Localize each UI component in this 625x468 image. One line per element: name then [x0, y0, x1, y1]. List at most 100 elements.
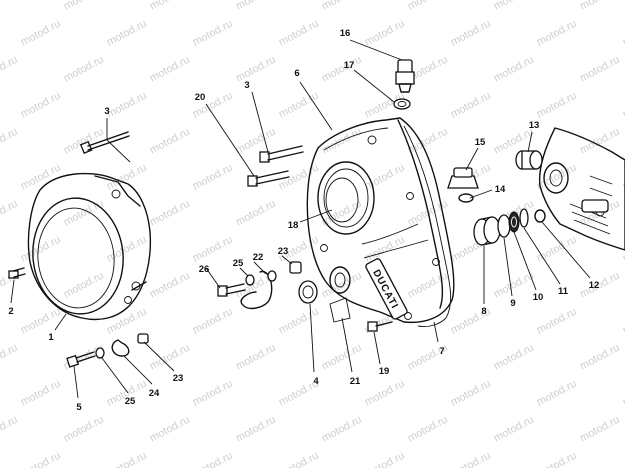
watermark-text: motod.ru: [277, 306, 321, 337]
watermark-text: motod.ru: [62, 198, 106, 229]
watermark-text: motod.ru: [406, 414, 450, 445]
watermark-text: motod.ru: [449, 90, 493, 121]
callout-24: 24: [149, 388, 160, 399]
watermark-text: motod.ru: [234, 0, 278, 13]
screw-19: [367, 321, 393, 332]
watermark-text: motod.ru: [19, 450, 63, 468]
watermark-text: motod.ru: [363, 378, 407, 409]
callout-13: 13: [529, 120, 540, 131]
watermark-text: motod.ru: [234, 126, 278, 157]
engine-block-edge: [538, 127, 625, 251]
o-ring-12: [534, 209, 546, 223]
callout-15: 15: [475, 137, 486, 148]
watermark-text: motod.ru: [578, 126, 622, 157]
watermark-text: motod.ru: [105, 90, 149, 121]
watermark-text: motod.ru: [277, 90, 321, 121]
o-ring-14: [458, 193, 474, 203]
washer-17: [393, 98, 411, 110]
spring-clip-24: [111, 339, 130, 357]
watermark-text: motod.ru: [449, 18, 493, 49]
callout-19: 19: [379, 366, 390, 377]
watermark-text: motod.ru: [19, 378, 63, 409]
watermark-text: motod.ru: [234, 54, 278, 85]
watermark-text: motod.ru: [277, 18, 321, 49]
washer-25-lower: [95, 347, 105, 359]
watermark-text: motod.ru: [320, 342, 364, 373]
callout-5: 5: [76, 402, 82, 413]
callout-9: 9: [510, 298, 515, 309]
callout-3b: 3: [244, 80, 249, 91]
washer-11: [519, 208, 529, 228]
callout-14: 14: [495, 184, 506, 195]
screw-5: [66, 351, 96, 368]
seal-9: [497, 214, 511, 238]
watermark-text: motod.ru: [492, 0, 536, 13]
watermark-text: motod.ru: [148, 342, 192, 373]
watermark-text: motod.ru: [191, 450, 235, 468]
callout-8: 8: [481, 306, 486, 317]
watermark-text: motod.ru: [105, 234, 149, 265]
ducati-logo-plate: DUCATI: [365, 258, 408, 320]
callout-25a: 25: [233, 258, 244, 269]
bushing-23-upper: [289, 261, 302, 274]
watermark-text: motod.ru: [492, 342, 536, 373]
watermark-text: motod.ru: [0, 342, 20, 373]
watermark-text: motod.ru: [19, 234, 63, 265]
watermark-text: motod.ru: [62, 270, 106, 301]
watermark-text: motod.ru: [320, 54, 364, 85]
callout-17: 17: [344, 60, 355, 71]
watermark-text: motod.ru: [62, 54, 106, 85]
washer-small-22: [267, 270, 277, 282]
washer-25-upper: [245, 274, 255, 286]
watermark-text: motod.ru: [535, 18, 579, 49]
watermark-text: motod.ru: [621, 18, 625, 49]
callout-1: 1: [48, 332, 54, 343]
watermark-text: motod.ru: [363, 234, 407, 265]
watermark-text: motod.ru: [320, 0, 364, 13]
watermark-text: motod.ru: [277, 162, 321, 193]
gasket-21: [329, 297, 351, 323]
watermark-text: motod.ru: [0, 414, 20, 445]
watermark-text: motod.ru: [578, 414, 622, 445]
seal-10: [508, 211, 520, 233]
watermark-text: motod.ru: [19, 18, 63, 49]
callout-26: 26: [199, 264, 210, 275]
watermark-text: motod.ru: [406, 270, 450, 301]
callout-25b: 25: [125, 396, 136, 407]
watermark-text: motod.ru: [363, 450, 407, 468]
screw-20: [247, 170, 290, 187]
watermark-text: motod.ru: [191, 162, 235, 193]
watermark-text: motod.ru: [148, 54, 192, 85]
watermark-text: motod.ru: [19, 306, 63, 337]
watermark-text: motod.ru: [449, 378, 493, 409]
watermark-text: motod.ru: [492, 414, 536, 445]
callout-23b: 23: [173, 373, 184, 384]
callout-23a: 23: [278, 246, 289, 257]
watermark-text: motod.ru: [234, 414, 278, 445]
watermark-text: motod.ru: [191, 378, 235, 409]
watermark-text: motod.ru: [62, 0, 106, 13]
sensor-16: [395, 59, 415, 93]
watermark-text: motod.ru: [191, 234, 235, 265]
watermark-text: motod.ru: [578, 54, 622, 85]
watermark-text: motod.ru: [148, 0, 192, 13]
watermark-text: motod.ru: [492, 54, 536, 85]
watermark-text: motod.ru: [621, 306, 625, 337]
watermark-text: motod.ru: [492, 270, 536, 301]
callout-6: 6: [294, 68, 299, 79]
watermark-text: motod.ru: [105, 306, 149, 337]
watermark-text: motod.ru: [0, 54, 20, 85]
watermark-text: motod.ru: [535, 378, 579, 409]
watermark-text: motod.ru: [62, 414, 106, 445]
callout-18: 18: [288, 220, 299, 231]
watermark-text: motod.ru: [535, 90, 579, 121]
callout-10: 10: [533, 292, 544, 303]
watermark-text: motod.ru: [578, 342, 622, 373]
watermark-text: motod.ru: [148, 414, 192, 445]
watermark-text: motod.ru: [363, 18, 407, 49]
watermark-text: motod.ru: [191, 306, 235, 337]
seal-stack: [473, 208, 529, 246]
watermark-text: motod.ru: [535, 306, 579, 337]
callout-2: 2: [8, 306, 13, 317]
